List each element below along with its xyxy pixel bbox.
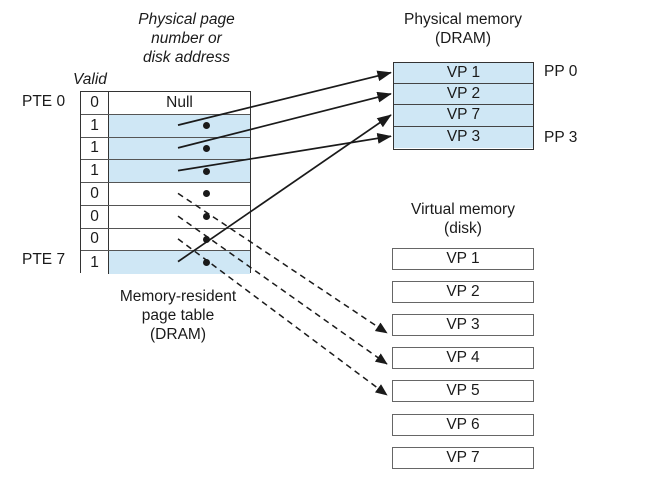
- pte-valid-bit: 0: [81, 228, 109, 251]
- page-table-row[interactable]: 1: [81, 160, 250, 183]
- pte-pointer-dot-icon: [203, 235, 210, 243]
- pte-address-cell: [109, 228, 250, 251]
- virtual-memory-header-line2: (disk): [444, 220, 482, 237]
- valid-column-header: Valid: [73, 71, 107, 88]
- pte-address-cell: [109, 114, 250, 137]
- page-table-caption-line2: page table: [141, 307, 215, 324]
- page-table-row[interactable]: 0: [81, 205, 250, 229]
- pte-address-cell: [109, 183, 250, 205]
- physical-page-row[interactable]: VP 3: [394, 126, 533, 148]
- virtual-page-row[interactable]: VP 1: [392, 248, 534, 270]
- page-table-caption-line1: Memory-resident: [119, 288, 237, 305]
- pte-valid-bit: 0: [81, 205, 109, 228]
- pte-valid-bit: 0: [81, 183, 109, 205]
- physical-memory-header: Physical memory (DRAM): [383, 10, 543, 48]
- pte-address-cell: Null: [109, 92, 250, 114]
- pte-address-cell: [109, 205, 250, 228]
- virtual-memory-header-line1: Virtual memory: [411, 201, 515, 218]
- pte-valid-bit: 1: [81, 137, 109, 160]
- pte-address-cell: [109, 160, 250, 182]
- physical-page-row[interactable]: VP 2: [394, 84, 533, 106]
- physical-frame-last-label: PP 3: [544, 129, 578, 146]
- physical-page-row[interactable]: VP 7: [394, 105, 533, 127]
- physical-memory-header-line1: Physical memory: [404, 11, 522, 28]
- pte-pointer-dot-icon: [203, 122, 210, 130]
- pte-pointer-dot-icon: [203, 167, 210, 175]
- virtual-memory-header: Virtual memory (disk): [383, 200, 543, 238]
- virtual-page-row[interactable]: VP 7: [392, 446, 534, 469]
- virtual-page-row[interactable]: VP 4: [392, 347, 534, 370]
- pte-pointer-dot-icon: [203, 144, 210, 152]
- physical-page-row[interactable]: VP 1: [394, 63, 533, 85]
- page-table-caption: Memory-resident page table (DRAM): [88, 287, 268, 344]
- pte-pointer-dot-icon: [203, 259, 210, 267]
- pte-column-header: Physical page number or disk address: [104, 10, 269, 67]
- pte-column-header-line2: number or: [151, 30, 222, 47]
- pte-pointer-dot-icon: [203, 213, 210, 221]
- physical-memory-header-line2: (DRAM): [435, 30, 491, 47]
- pte-last-label: PTE 7: [22, 251, 66, 268]
- pte-valid-bit: 0: [81, 92, 109, 114]
- page-table-row[interactable]: 0: [81, 183, 250, 206]
- virtual-page-row[interactable]: VP 6: [392, 413, 534, 436]
- page-table-row[interactable]: 0: [81, 228, 250, 252]
- page-table-caption-line3: (DRAM): [150, 326, 206, 343]
- physical-frame-first-label: PP 0: [544, 63, 578, 80]
- virtual-page-row[interactable]: VP 5: [392, 380, 534, 403]
- virtual-page-row[interactable]: VP 2: [392, 281, 534, 304]
- page-table-row[interactable]: 1: [81, 137, 250, 161]
- pte-address-cell: [109, 251, 250, 274]
- pte-first-label: PTE 0: [22, 93, 66, 110]
- pte-address-cell: [109, 137, 250, 160]
- page-table-row[interactable]: 1: [81, 251, 250, 274]
- pte-column-header-line1: Physical page: [138, 11, 235, 28]
- pte-column-header-line3: disk address: [142, 49, 230, 66]
- pte-pointer-dot-icon: [203, 190, 210, 198]
- pte-valid-bit: 1: [81, 114, 109, 137]
- pte-valid-bit: 1: [81, 160, 109, 182]
- pte-valid-bit: 1: [81, 251, 109, 274]
- page-table-row[interactable]: 1: [81, 114, 250, 138]
- virtual-page-row[interactable]: VP 3: [392, 314, 534, 337]
